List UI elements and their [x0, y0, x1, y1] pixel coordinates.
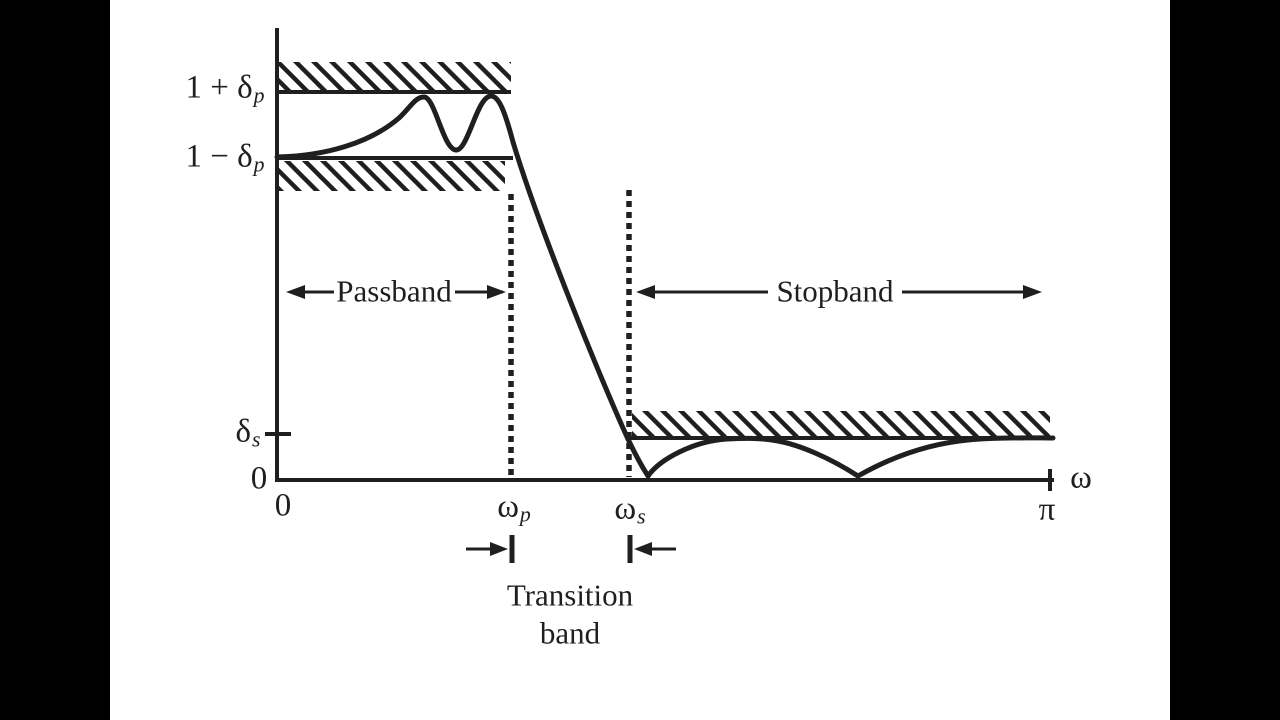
- label-omega-s: ωs: [614, 490, 646, 529]
- label-one-minus-delta-p: 1 − δp: [185, 138, 265, 177]
- stopband-arrow-left-head: [636, 285, 655, 299]
- label-one-plus-delta-p: 1 + δp: [185, 69, 265, 108]
- label-delta-s: δs: [235, 413, 261, 452]
- label-transition-line1: Transition: [506, 577, 634, 613]
- label-omega-axis: ω: [1070, 459, 1092, 496]
- label-pi: π: [1038, 491, 1056, 528]
- label-x-origin: 0: [274, 487, 292, 524]
- hatch-band-above-passband: [279, 62, 511, 91]
- label-y-origin: 0: [250, 460, 268, 497]
- label-transition-line2: band: [539, 615, 601, 651]
- hatch-band-above-stopband: [632, 411, 1050, 437]
- hatch-band-below-passband: [279, 161, 505, 191]
- transition-right-arrow-head: [634, 542, 652, 556]
- figure-canvas: [110, 0, 1170, 720]
- label-stopband: Stopband: [776, 273, 894, 309]
- passband-arrow-left-head: [286, 285, 305, 299]
- passband-arrow-right-head: [487, 285, 506, 299]
- transition-left-arrow-head: [490, 542, 508, 556]
- label-passband: Passband: [336, 273, 452, 309]
- magnitude-response-curve: [274, 93, 1056, 479]
- label-omega-p: ωp: [497, 488, 531, 527]
- stopband-arrow-right-head: [1023, 285, 1042, 299]
